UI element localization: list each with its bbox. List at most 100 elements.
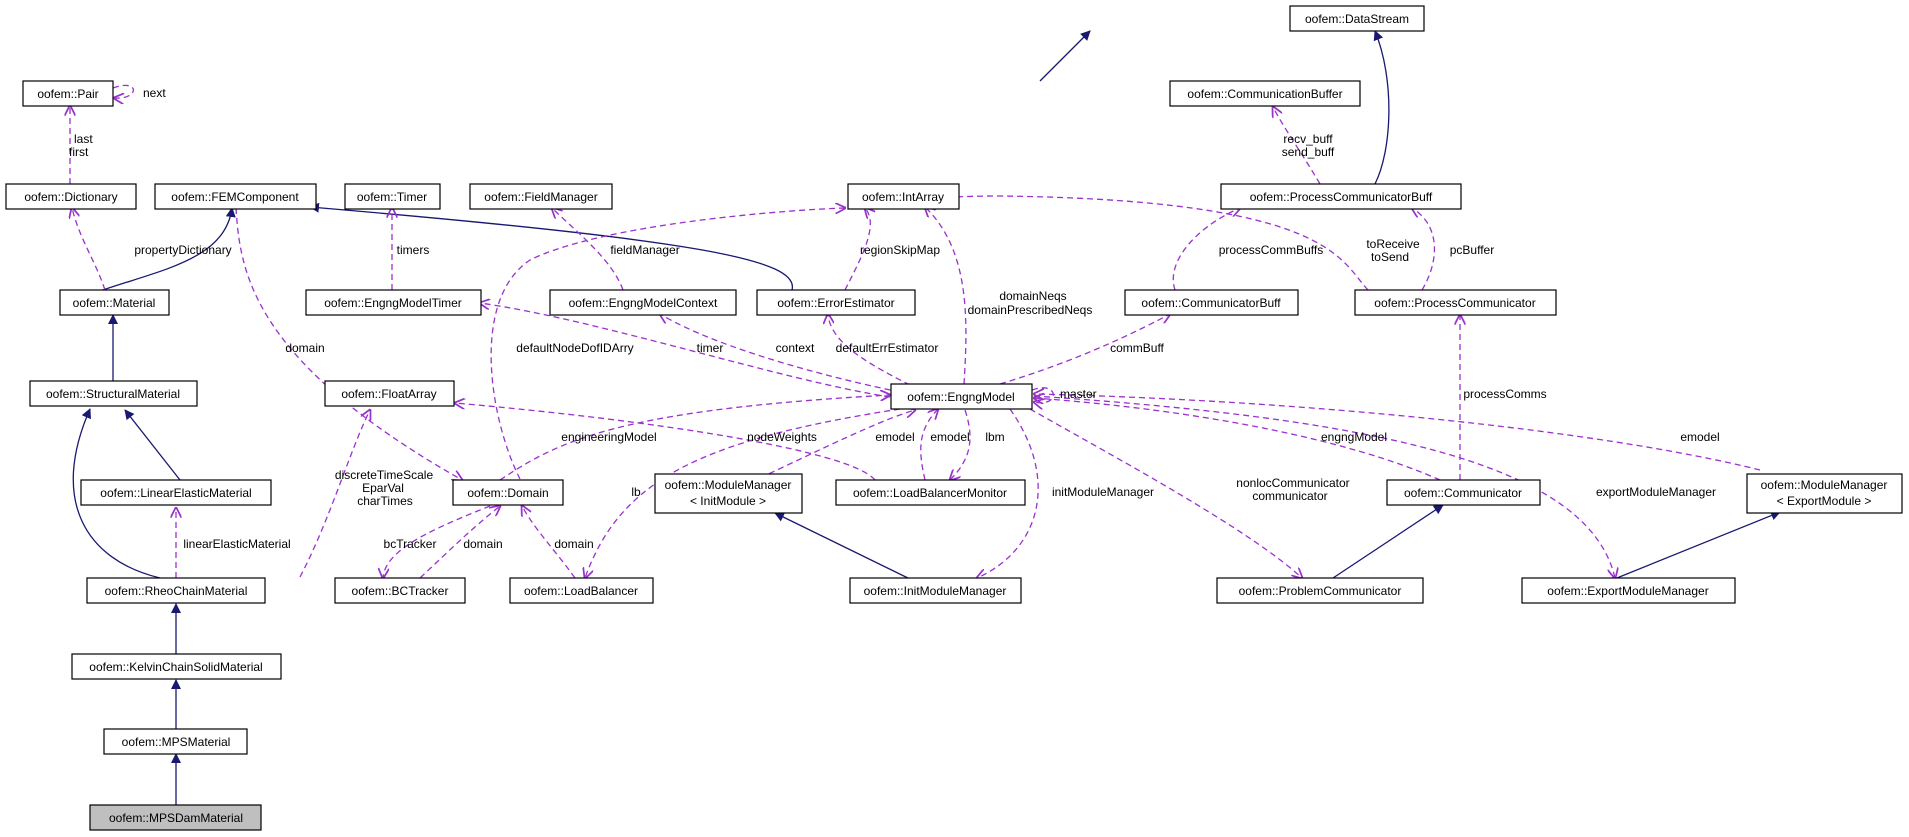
label-default-err-estimator: defaultErrEstimator: [836, 341, 939, 355]
node-process-communicator[interactable]: oofem::ProcessCommunicator: [1354, 289, 1557, 316]
label-comm-buff: commBuff: [1110, 341, 1164, 355]
label-next: next: [143, 86, 166, 100]
node-structural-material[interactable]: oofem::StructuralMaterial: [29, 380, 198, 407]
edge-engngmodel-communicatorbuff: [999, 314, 1170, 385]
node-engng-model-timer[interactable]: oofem::EngngModelTimer: [305, 289, 482, 316]
edge-bctracker-domain: [419, 506, 500, 579]
node-linear-elastic-material[interactable]: oofem::LinearElasticMaterial: [80, 479, 272, 506]
edge-engngmodel-initmm: [977, 408, 1039, 578]
svg-text:oofem::Pair: oofem::Pair: [37, 87, 98, 101]
node-kelvin-chain-solid-material[interactable]: oofem::KelvinChainSolidMaterial: [71, 653, 282, 680]
edge-labels: next last first recv_buff send_buff prop…: [69, 86, 1720, 551]
node-engng-model[interactable]: oofem::EngngModel: [890, 383, 1033, 410]
edge-domain-femcomponent: [235, 207, 462, 480]
label-last: last: [74, 132, 93, 146]
node-communicator[interactable]: oofem::Communicator: [1386, 479, 1541, 506]
label-lbm: lbm: [985, 430, 1004, 444]
edge-domain-intarray: [490, 208, 845, 480]
edge-engngmodel-intarray: [925, 207, 967, 385]
svg-text:oofem::EngngModelTimer: oofem::EngngModelTimer: [324, 296, 462, 310]
node-mps-dam-material[interactable]: oofem::MPSDamMaterial: [89, 804, 262, 831]
nodes: oofem::DataStream oofem::CommunicationBu…: [5, 5, 1903, 831]
edge-problemcomm-communicator: [1329, 504, 1444, 581]
svg-text:oofem::RheoChainMaterial: oofem::RheoChainMaterial: [105, 584, 248, 598]
node-fem-component[interactable]: oofem::FEMComponent: [154, 183, 317, 210]
svg-text:oofem::FloatArray: oofem::FloatArray: [341, 387, 436, 401]
edge-engngmodel-context: [660, 314, 901, 393]
svg-text:oofem::Material: oofem::Material: [73, 296, 156, 310]
node-int-array[interactable]: oofem::IntArray: [847, 183, 960, 210]
edge-engngmodel-exportmm: [1033, 395, 1615, 578]
label-engineering-model: engineeringModel: [561, 430, 656, 444]
svg-text:oofem::FieldManager: oofem::FieldManager: [484, 190, 597, 204]
svg-text:oofem::InitModuleManager: oofem::InitModuleManager: [864, 584, 1007, 598]
label-epar-val: EparVal: [362, 481, 404, 495]
node-module-manager-init[interactable]: oofem::ModuleManager< InitModule >: [654, 473, 803, 514]
node-datastream[interactable]: oofem::DataStream: [1289, 5, 1425, 32]
edge-pcbuff-commbuffer: [1273, 107, 1321, 185]
label-node-weights: nodeWeights: [747, 430, 817, 444]
edge-communicator-engngmodel: [1034, 398, 1441, 481]
edge-engngmodel-lbm: [950, 409, 971, 480]
node-communicator-buff[interactable]: oofem::CommunicatorBuff: [1124, 289, 1299, 316]
svg-text:oofem::IntArray: oofem::IntArray: [862, 190, 944, 204]
label-domain-neqs: domainNeqs: [999, 289, 1066, 303]
node-init-module-manager[interactable]: oofem::InitModuleManager: [849, 577, 1022, 604]
edge-rheochain-structural: [72, 408, 161, 579]
label-region-skip-map: regionSkipMap: [860, 243, 940, 257]
edge-communicatorbuff-pcbuff: [1172, 208, 1240, 291]
node-dictionary[interactable]: oofem::Dictionary: [5, 183, 137, 210]
node-field-manager[interactable]: oofem::FieldManager: [469, 183, 613, 210]
node-pair[interactable]: oofem::Pair: [22, 80, 114, 107]
node-process-communicator-buff[interactable]: oofem::ProcessCommunicatorBuff: [1220, 183, 1462, 210]
svg-text:oofem::LoadBalancerMonitor: oofem::LoadBalancerMonitor: [853, 486, 1007, 500]
label-lb: lb: [631, 485, 641, 499]
svg-text:oofem::ModuleManager: oofem::ModuleManager: [1761, 478, 1888, 492]
label-char-times: charTimes: [357, 494, 413, 508]
node-rheo-chain-material[interactable]: oofem::RheoChainMaterial: [86, 577, 266, 604]
node-domain[interactable]: oofem::Domain: [452, 479, 564, 506]
edge-linearelastic-structural: [124, 409, 181, 481]
node-load-balancer-monitor[interactable]: oofem::LoadBalancerMonitor: [835, 479, 1026, 506]
svg-text:oofem::DataStream: oofem::DataStream: [1305, 12, 1409, 26]
edge-engngmodel-problemcomm: [1029, 408, 1302, 578]
node-bc-tracker[interactable]: oofem::BCTracker: [334, 577, 466, 604]
node-error-estimator[interactable]: oofem::ErrorEstimator: [756, 289, 916, 316]
edge-material-femcomponent: [99, 207, 236, 292]
label-default-node-dof: defaultNodeDofIDArry: [516, 341, 633, 355]
node-load-balancer[interactable]: oofem::LoadBalancer: [509, 577, 654, 604]
label-emodel-lbm: emodel: [930, 430, 969, 444]
edge-engngmodel-loadbalancer: [585, 408, 901, 578]
edge-context-fieldmanager: [552, 208, 624, 291]
label-init-module-manager: initModuleManager: [1052, 485, 1154, 499]
edge-commbuffer-datastream: [1039, 30, 1091, 82]
node-float-array[interactable]: oofem::FloatArray: [324, 380, 455, 407]
svg-text:oofem::Domain: oofem::Domain: [467, 486, 548, 500]
svg-text:oofem::ProcessCommunicator: oofem::ProcessCommunicator: [1374, 296, 1535, 310]
label-property-dictionary: propertyDictionary: [134, 243, 231, 257]
node-communication-buffer[interactable]: oofem::CommunicationBuffer: [1169, 80, 1361, 107]
node-module-manager-export[interactable]: oofem::ModuleManager< ExportModule >: [1746, 473, 1903, 514]
label-communicator: communicator: [1252, 489, 1327, 503]
edge-pcbuff-datastream: [1373, 30, 1390, 185]
edge-domain-bctracker: [383, 505, 491, 578]
label-domain-fem: domain: [285, 341, 324, 355]
node-export-module-manager[interactable]: oofem::ExportModuleManager: [1521, 577, 1736, 604]
svg-text:< InitModule >: < InitModule >: [690, 494, 766, 508]
svg-text:oofem::MPSDamMaterial: oofem::MPSDamMaterial: [109, 811, 243, 825]
label-pc-buffer: pcBuffer: [1450, 243, 1494, 257]
node-mps-material[interactable]: oofem::MPSMaterial: [103, 728, 248, 755]
edge-engngmodel-self-master: [1032, 387, 1054, 403]
label-to-send: toSend: [1371, 250, 1409, 264]
svg-text:oofem::LinearElasticMaterial: oofem::LinearElasticMaterial: [100, 486, 251, 500]
edge-rheochain-floatarray: [299, 410, 370, 578]
node-timer[interactable]: oofem::Timer: [344, 183, 441, 210]
svg-text:oofem::StructuralMaterial: oofem::StructuralMaterial: [46, 387, 180, 401]
svg-text:oofem::Dictionary: oofem::Dictionary: [24, 190, 117, 204]
usage-edges: [70, 84, 1761, 579]
node-problem-communicator[interactable]: oofem::ProblemCommunicator: [1216, 577, 1424, 604]
edge-pc-pcbuff: [1412, 208, 1436, 291]
node-material[interactable]: oofem::Material: [59, 289, 170, 316]
label-linear-elastic-material: linearElasticMaterial: [183, 537, 290, 551]
node-engng-model-context[interactable]: oofem::EngngModelContext: [549, 289, 737, 316]
